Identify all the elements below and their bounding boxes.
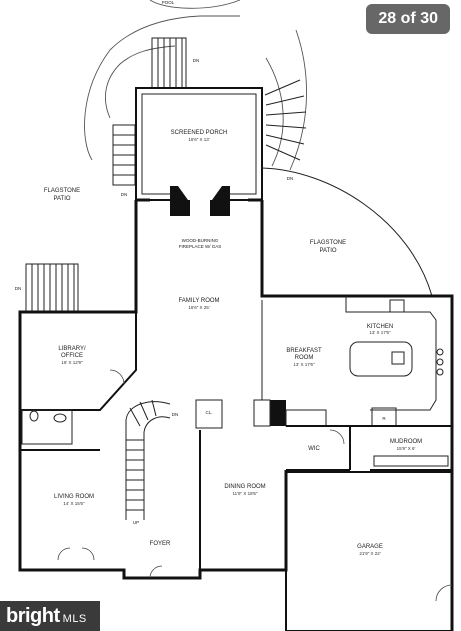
breakfast-room-label-line2: ROOM (295, 355, 314, 361)
garage-walls (285, 471, 453, 631)
living-room-dim: 14' X 15'6" (63, 501, 85, 506)
family-room-dim: 16'6" X 25' (188, 305, 209, 310)
wic-label: WIC (308, 446, 320, 452)
pantry-box (253, 399, 271, 427)
library-label-line2: OFFICE (61, 353, 83, 359)
sink-icon (53, 413, 67, 423)
dn-label-porch-left: DN (121, 192, 128, 197)
up-label: UP (133, 520, 139, 525)
pool-label: POOL (162, 0, 175, 5)
mudroom-dim: 15'9" X 6' (397, 446, 416, 451)
closet-walls (195, 399, 223, 429)
library-label-line1: LIBRARY/ (58, 346, 86, 352)
walkway-curve-outer (84, 15, 240, 161)
fireplace-icon (170, 186, 230, 216)
kitchen-island (349, 341, 413, 377)
main-staircase (125, 399, 171, 520)
refrigerator-label: R (382, 416, 386, 421)
screened-porch-dim: 16'6" X 13' (188, 137, 209, 142)
kitchen-label: KITCHEN (367, 324, 393, 330)
house-exterior-walls (18, 200, 454, 631)
dn-label-pool: DN (193, 58, 200, 63)
library-door-arc (109, 369, 125, 385)
flagstone-patio-right-line2: PATIO (319, 248, 336, 254)
dn-label-stairs: DN (172, 412, 179, 417)
photo-counter-badge: 28 of 30 (366, 4, 450, 34)
right-curve-outer (289, 29, 307, 171)
dn-label-right: DN (287, 176, 294, 181)
toilet-icon (29, 410, 39, 422)
garage-door-arc (435, 584, 453, 602)
cooktop-icon (436, 348, 444, 376)
garage-dim: 21'9" X 22' (359, 551, 380, 556)
living-room-label: LIVING ROOM (54, 494, 94, 500)
island-sink-icon (391, 351, 405, 365)
living-room-door-arc (57, 547, 95, 561)
foyer-door-arc (149, 565, 163, 579)
brand-name: bright (6, 604, 60, 627)
garage-label: GARAGE (357, 544, 383, 550)
wic-door-arc (329, 429, 345, 445)
right-curve-inner (265, 57, 284, 167)
breakfast-room-label-line1: BREAKFAST (286, 348, 322, 354)
wic-mudroom-walls (286, 425, 452, 471)
fireplace-label-line2: FIREPLACE W/ GAS (179, 244, 222, 249)
flagstone-patio-right-arc (261, 167, 433, 297)
mudroom-label: MUDROOM (390, 439, 422, 445)
flagstone-patio-left-line1: FLAGSTONE (44, 188, 80, 194)
flagstone-patio-left-line2: PATIO (53, 196, 70, 202)
dining-room-dim: 11'9" X 18'6" (232, 491, 257, 496)
brand-suffix: MLS (62, 613, 87, 625)
kitchen-sink-icon (389, 299, 405, 313)
screened-porch-walls (135, 87, 263, 201)
screened-porch-inner (141, 93, 257, 195)
powder-room-walls (21, 409, 73, 445)
dn-label-deck: DN (15, 286, 22, 291)
pool-edge (149, 0, 241, 9)
kitchen-dim: 13' X 17'6" (369, 330, 391, 335)
closet-label: CL. (205, 410, 212, 415)
family-room-label: FAMILY ROOM (178, 298, 219, 304)
steps-left-porch (112, 124, 136, 186)
screened-porch-label: SCREENED PORCH (171, 130, 228, 136)
dining-room-label: DINING ROOM (224, 484, 265, 490)
mudroom-bench (373, 455, 449, 467)
bright-mls-logo: bright MLS (0, 601, 100, 631)
walkway-curve-inner (104, 45, 176, 119)
built-in-cabinet (285, 409, 327, 427)
breakfast-room-dim: 13' X 17'6" (293, 362, 315, 367)
steps-to-pool (151, 37, 187, 89)
kitchen-counter (345, 296, 437, 411)
library-dim: 16' X 12'9" (61, 360, 83, 365)
steps-right-curved (264, 79, 307, 161)
foyer-label: FOYER (150, 541, 171, 547)
flagstone-patio-right-line1: FLAGSTONE (310, 240, 346, 246)
fireplace-label-line1: WOOD-BURNING (182, 238, 219, 243)
deck-steps-left (25, 263, 79, 313)
chimney-block (270, 400, 286, 426)
